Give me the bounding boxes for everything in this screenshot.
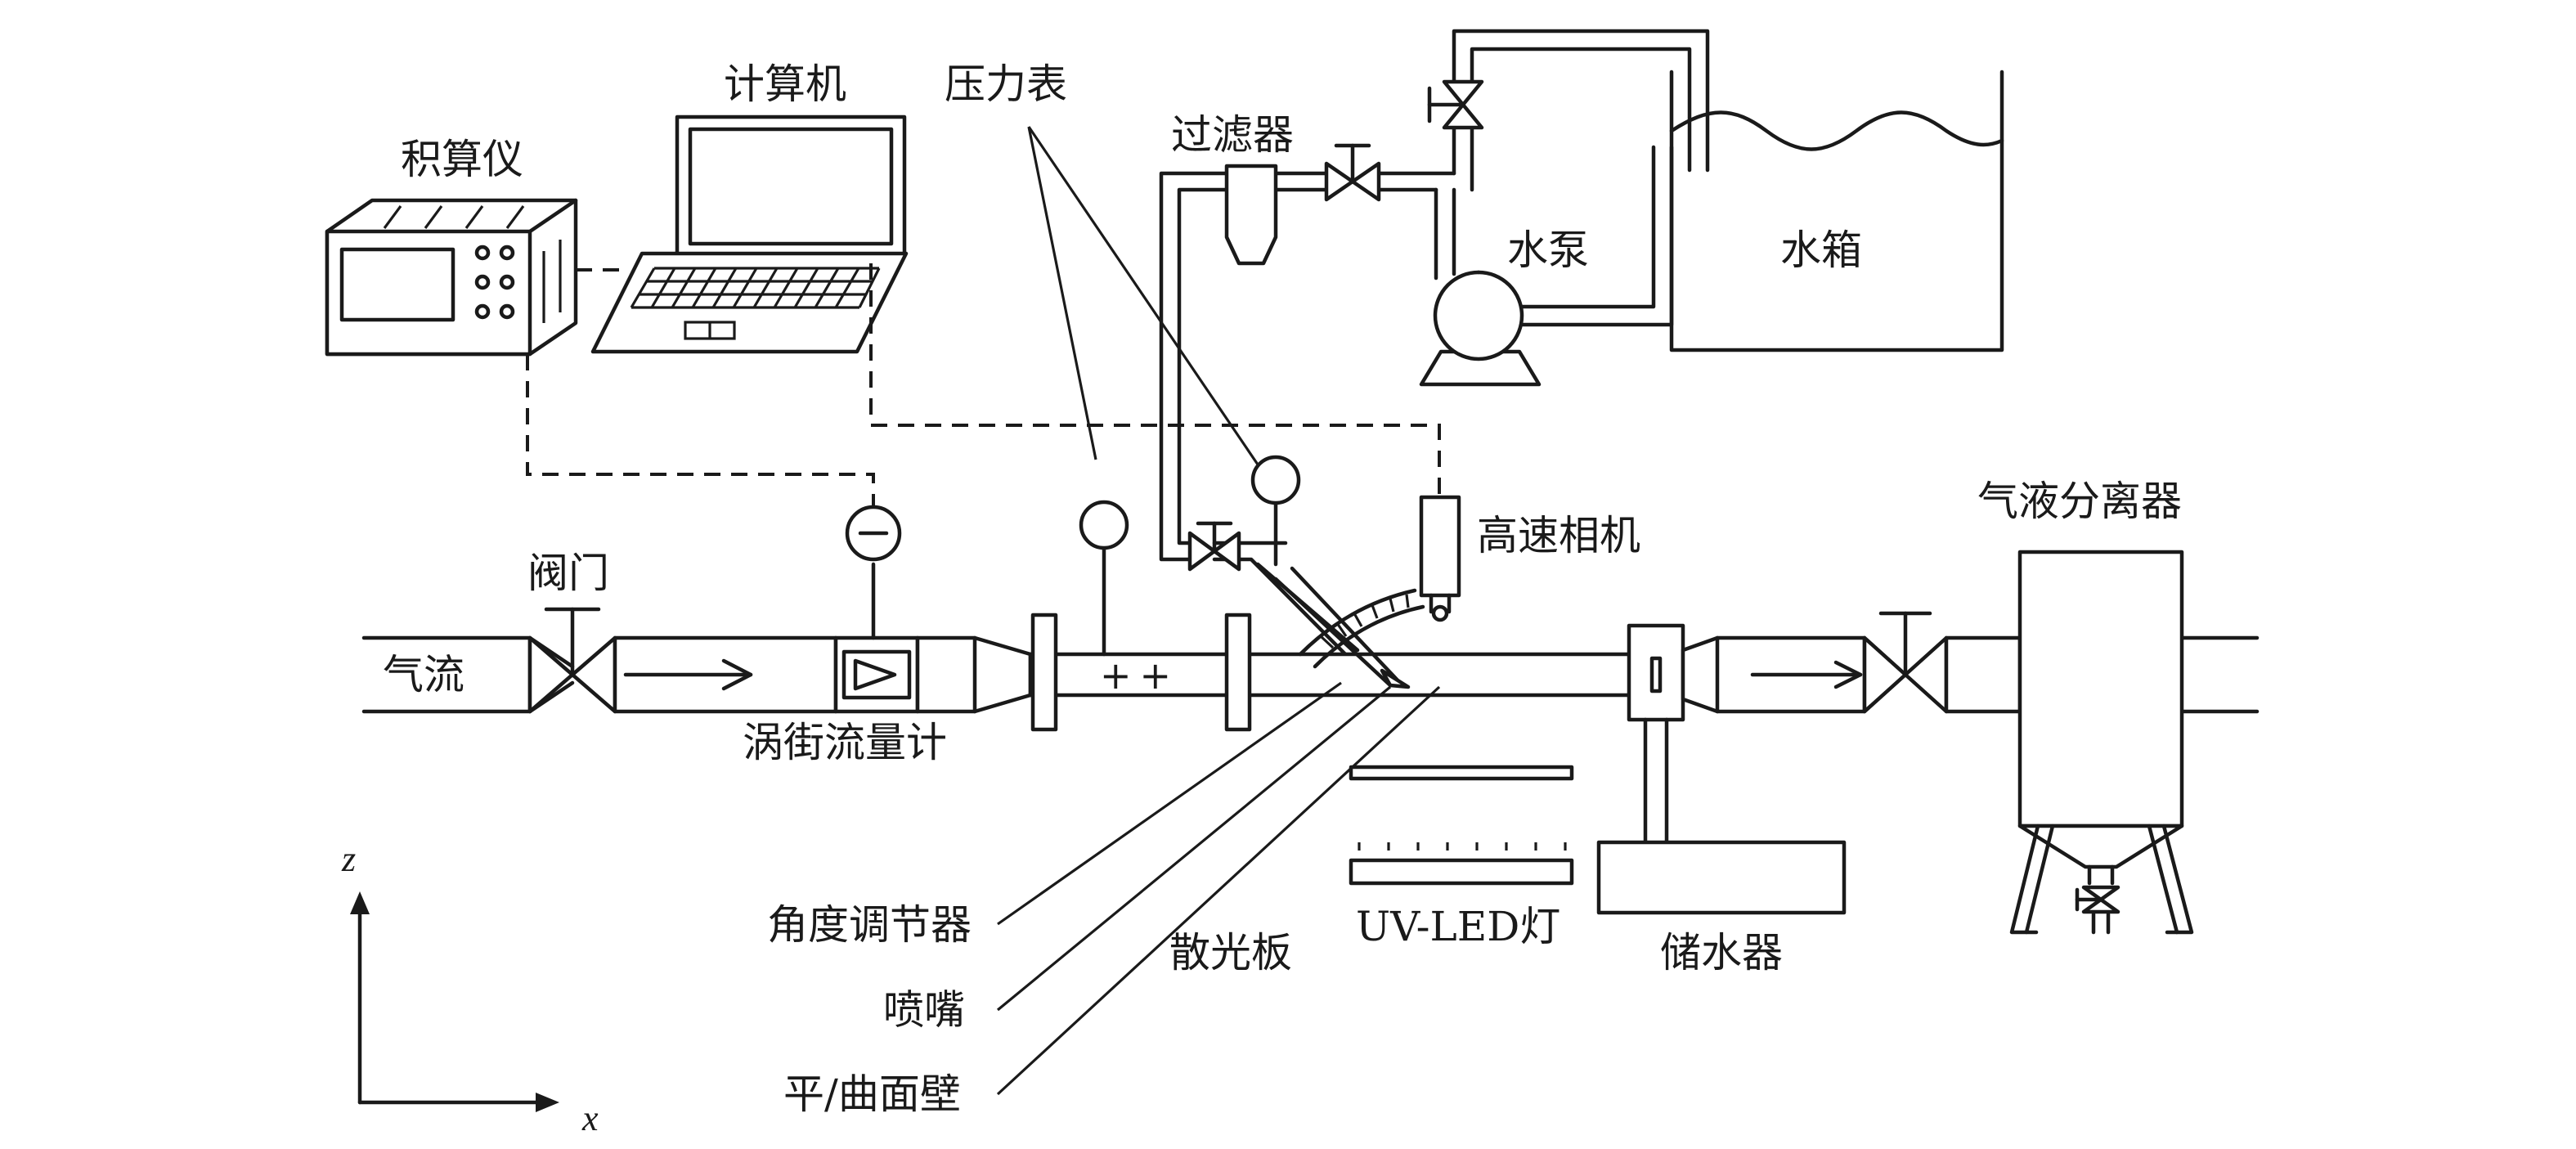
gas-liquid-separator-label: 气液分离器	[1977, 478, 2182, 525]
uv-led-lamp	[1349, 842, 1574, 886]
integrator-knobs	[474, 245, 515, 320]
high-speed-camera-label: 高速相机	[1477, 512, 1640, 559]
integrator-label: 积算仪	[401, 136, 523, 183]
flow-arrow-outlet	[1750, 660, 1863, 689]
pressure-gauge-label: 压力表	[945, 61, 1067, 108]
diffuser-plate	[1349, 765, 1574, 781]
water-reservoir	[1596, 717, 1847, 915]
top-valve-icon	[1427, 79, 1484, 130]
water-tank-label: 水箱	[1780, 227, 1862, 274]
flow-arrow-inlet	[623, 658, 753, 691]
pressure-gauge-1	[1079, 500, 1129, 657]
uv-led-lamp-label: UV-LED灯	[1356, 903, 1560, 950]
filter	[1224, 164, 1278, 266]
nozzle-valve-icon	[1187, 521, 1241, 572]
high-speed-camera	[1419, 495, 1461, 622]
diffuser-plate-label: 散光板	[1169, 929, 1292, 976]
z-axis-label: z	[341, 839, 356, 879]
component-leaders	[996, 681, 1441, 1096]
water-pump-label: 水泵	[1507, 227, 1589, 274]
nozzle	[1273, 566, 1411, 689]
filter-label: 过滤器	[1171, 111, 1294, 159]
gas-liquid-separator	[2009, 550, 2194, 935]
integrator-device	[325, 198, 578, 357]
water-pump	[1419, 270, 1542, 387]
x-axis-label: x	[581, 1098, 599, 1138]
vortex-flowmeter-symbol	[841, 505, 912, 700]
water-reservoir-label: 储水器	[1660, 929, 1783, 976]
filter-valve-icon	[1324, 143, 1381, 202]
signal-cables	[526, 263, 1441, 509]
laptop-keyboard	[630, 267, 881, 340]
flowmeter-mark: ++	[1100, 653, 1179, 698]
computer-label: 计算机	[724, 61, 846, 108]
integrator-vent-lines	[383, 205, 562, 323]
main-air-duct	[361, 607, 2260, 732]
pressure-gauge-leaders	[1027, 126, 1259, 465]
airflow-label: 气流	[383, 651, 464, 698]
pressure-gauge-2	[1250, 455, 1301, 567]
wall-label: 平/曲面壁	[783, 1070, 961, 1118]
coordinate-axes	[350, 891, 559, 1112]
valve-label: 阀门	[527, 550, 609, 597]
laptop-computer	[590, 114, 909, 354]
vortex-flowmeter-label: 涡街流量计	[743, 719, 947, 766]
angle-adjuster-label: 角度调节器	[767, 901, 972, 949]
angle-adjuster	[1298, 588, 1425, 669]
water-tank	[1669, 70, 2004, 352]
nozzle-label: 喷嘴	[883, 986, 965, 1034]
